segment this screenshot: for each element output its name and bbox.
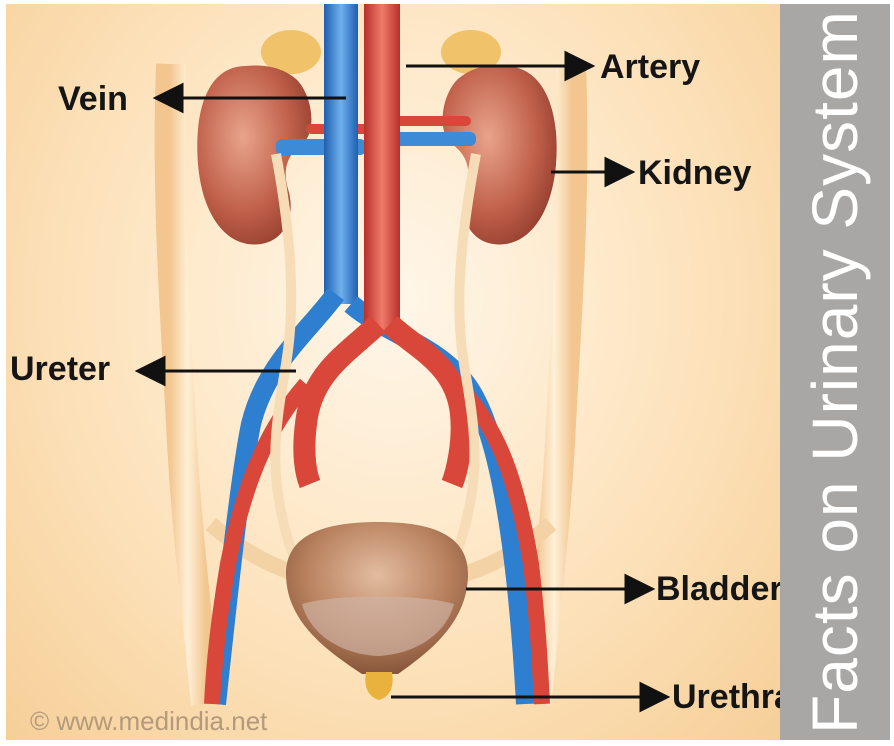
renal-vein-right [391, 132, 476, 146]
label-ureter: Ureter [10, 350, 110, 389]
title-sidebar: Facts on Urinary System [780, 4, 890, 740]
illustration-panel: Vein Artery Kidney Ureter Bladder Urethr… [6, 4, 780, 740]
label-artery: Artery [600, 48, 700, 87]
label-kidney: Kidney [638, 154, 751, 193]
urethra [365, 672, 392, 700]
label-urethra: Urethra [672, 678, 780, 717]
label-vein: Vein [58, 80, 128, 119]
kidney-right [443, 66, 557, 245]
renal-artery-right [391, 116, 471, 126]
watermark: © www.medindia.net [30, 706, 267, 737]
label-bladder: Bladder [656, 570, 780, 609]
sidebar-title: Facts on Urinary System [798, 10, 872, 734]
